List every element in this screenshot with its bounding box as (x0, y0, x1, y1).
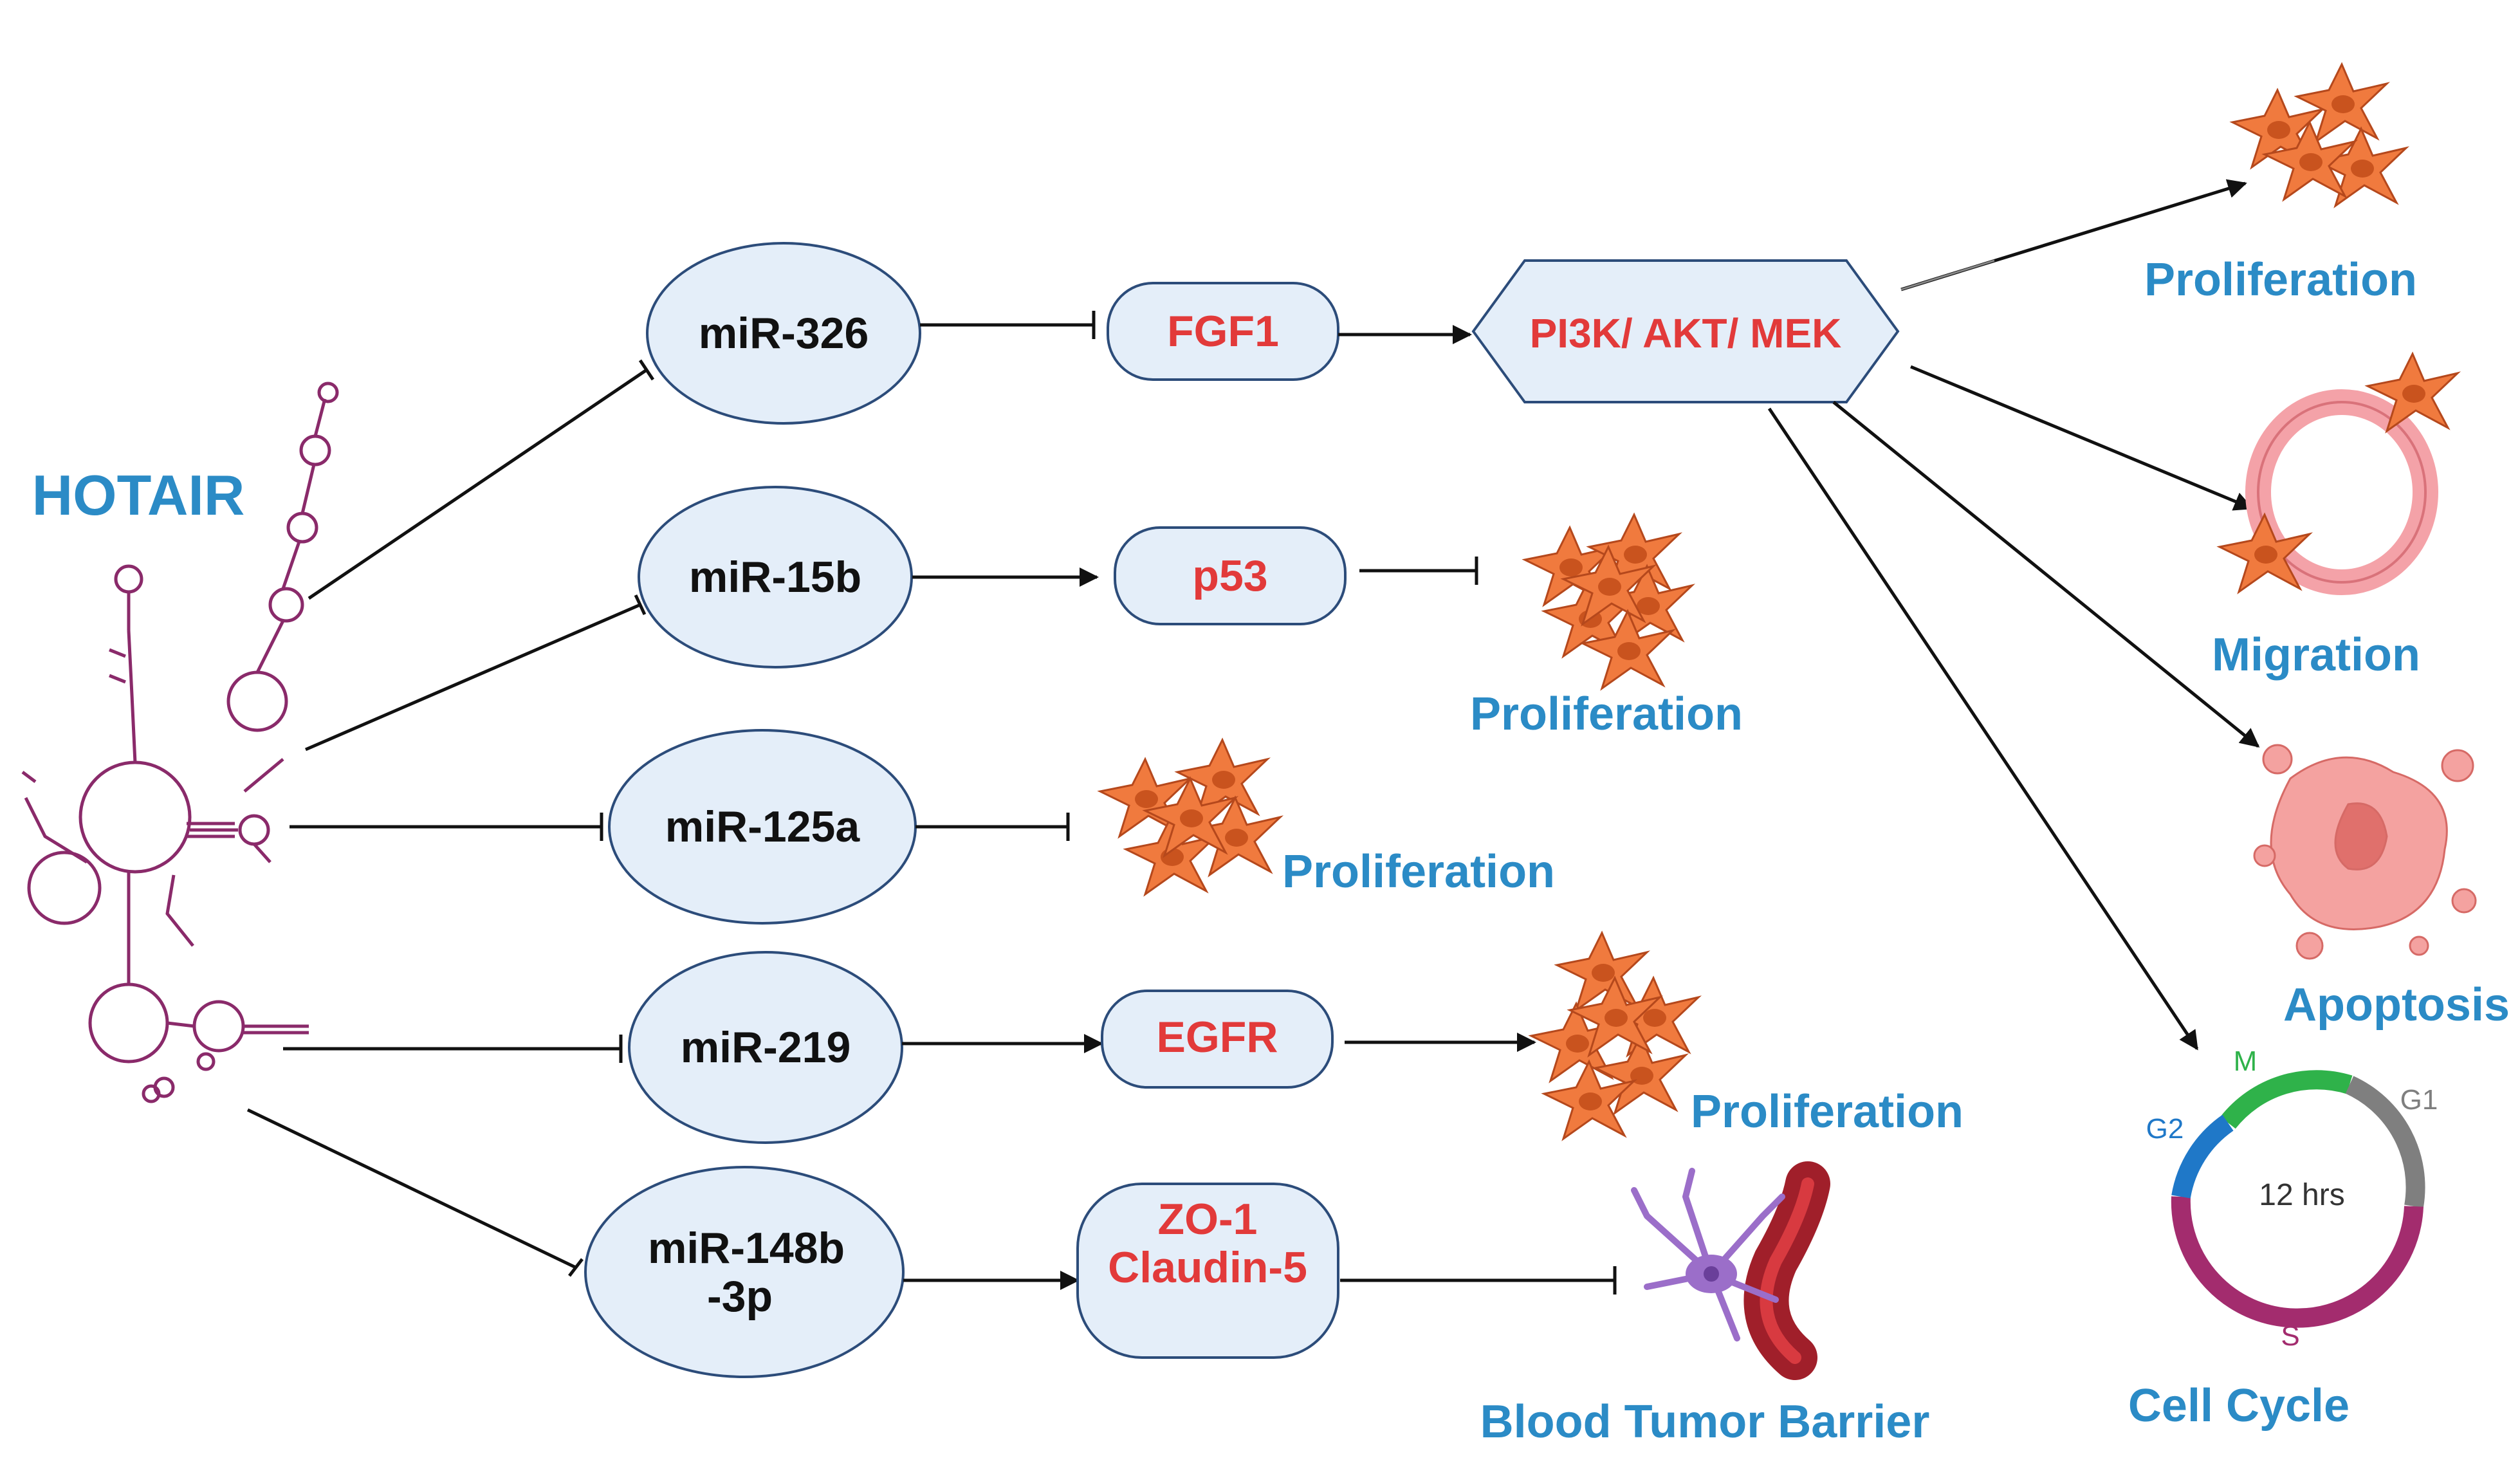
target-nodes (1076, 282, 1347, 1359)
cell-cycle-phase-m: M (2233, 1046, 2258, 1077)
mirna-label-mir15b: miR-15b (688, 553, 862, 602)
outcome-p53-proliferation: Proliferation (1469, 688, 1743, 740)
hotair-title: HOTAIR (32, 463, 245, 527)
target-label-p53: p53 (1192, 551, 1268, 600)
mirna-node-mir148b (584, 1166, 905, 1378)
cells-pathway-proliferation-icon (2231, 63, 2407, 207)
hotair-connectors (246, 359, 655, 1277)
mirna-node-mir219 (628, 951, 903, 1144)
mirna-node-mir15b (638, 486, 913, 668)
cell-cycle-wheel (2171, 1070, 2425, 1328)
mirna-label-mir125a: miR-125a (665, 802, 860, 851)
pathway-hexagon (1471, 259, 1900, 403)
target-node-zo1 (1076, 1183, 1339, 1359)
mirna-target-connectors (902, 311, 1103, 1290)
target-connectors (1338, 325, 1617, 1295)
cells-egfr-proliferation-icon (1530, 932, 1700, 1140)
target-node-fgf1 (1107, 282, 1339, 381)
target-node-p53 (1114, 526, 1347, 625)
target-label-egfr: EGFR (1156, 1013, 1278, 1062)
blood-tumor-barrier-icon (1631, 1161, 1830, 1380)
outcome-apoptosis: Apoptosis (2283, 979, 2510, 1031)
outcome-cell-cycle: Cell Cycle (2128, 1380, 2350, 1432)
target-node-egfr (1101, 990, 1334, 1089)
cell-cycle-phase-g1: G1 (2400, 1084, 2438, 1116)
target-label-zo1: ZO-1 (1157, 1195, 1258, 1244)
outcome-mir125a-proliferation: Proliferation (1282, 846, 1556, 898)
mirna-nodes (584, 242, 921, 1378)
outcome-blood-tumor-barrier: Blood Tumor Barrier (1480, 1396, 1930, 1448)
cell-cycle-center-label: 12 hrs (2259, 1178, 2345, 1212)
mirna-label-mir148b-line2: -3p (707, 1272, 773, 1321)
outcome-migration: Migration (2212, 629, 2420, 681)
target-label-fgf1: FGF1 (1167, 307, 1279, 356)
pathway-label: PI3K/ AKT/ MEK (1529, 310, 1842, 356)
mirna-label-mir219: miR-219 (680, 1023, 851, 1072)
cells-mir125a-proliferation-icon (1099, 739, 1282, 896)
target-label-claudin5: Claudin-5 (1108, 1243, 1307, 1292)
cell-cycle-phase-s: S (2281, 1320, 2300, 1352)
hotair-rna-structure-icon (21, 382, 339, 1103)
outcome-egfr-proliferation: Proliferation (1690, 1086, 1964, 1138)
cell-cycle-phase-g2: G2 (2146, 1113, 2184, 1145)
mirna-node-mir326 (646, 242, 921, 425)
cells-p53-proliferation-icon (1523, 513, 1693, 690)
mirna-label-mir326: miR-326 (698, 309, 869, 358)
apoptosis-icon (2253, 744, 2477, 960)
outcome-pathway-proliferation: Proliferation (2144, 254, 2418, 306)
migration-icon (2218, 353, 2459, 595)
mirna-label-mir148b-line1: miR-148b (647, 1224, 845, 1273)
